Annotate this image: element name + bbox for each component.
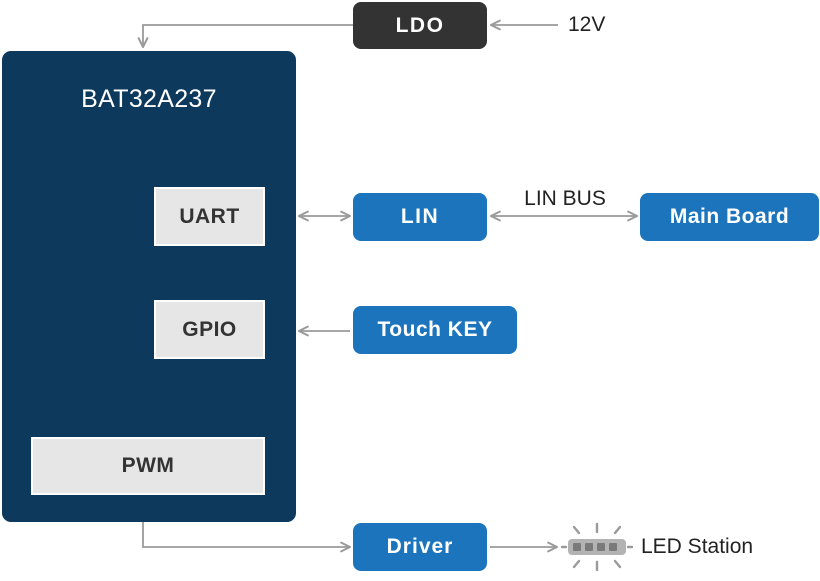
ldo-block: LDO	[353, 2, 487, 49]
led-station-icon	[560, 522, 634, 572]
mcu-to-driver-arrow	[142, 522, 351, 553]
ldo-to-mcu-arrow	[137, 24, 353, 48]
main-board-block: Main Board	[640, 193, 819, 241]
lin-bus-label: LIN BUS	[524, 187, 606, 210]
supply-voltage-label: 12V	[568, 13, 606, 36]
uart-port: UART	[154, 187, 265, 246]
led-station-label: LED Station	[641, 535, 754, 558]
mcu-title: BAT32A237	[81, 85, 217, 113]
touch-key-block: Touch KEY	[353, 306, 517, 354]
mcu-block: BAT32A237 UART GPIO PWM	[2, 51, 296, 522]
lin-block: LIN	[353, 193, 487, 241]
gpio-port: GPIO	[154, 300, 265, 359]
driver-block: Driver	[353, 523, 487, 571]
pwm-port: PWM	[31, 437, 265, 495]
